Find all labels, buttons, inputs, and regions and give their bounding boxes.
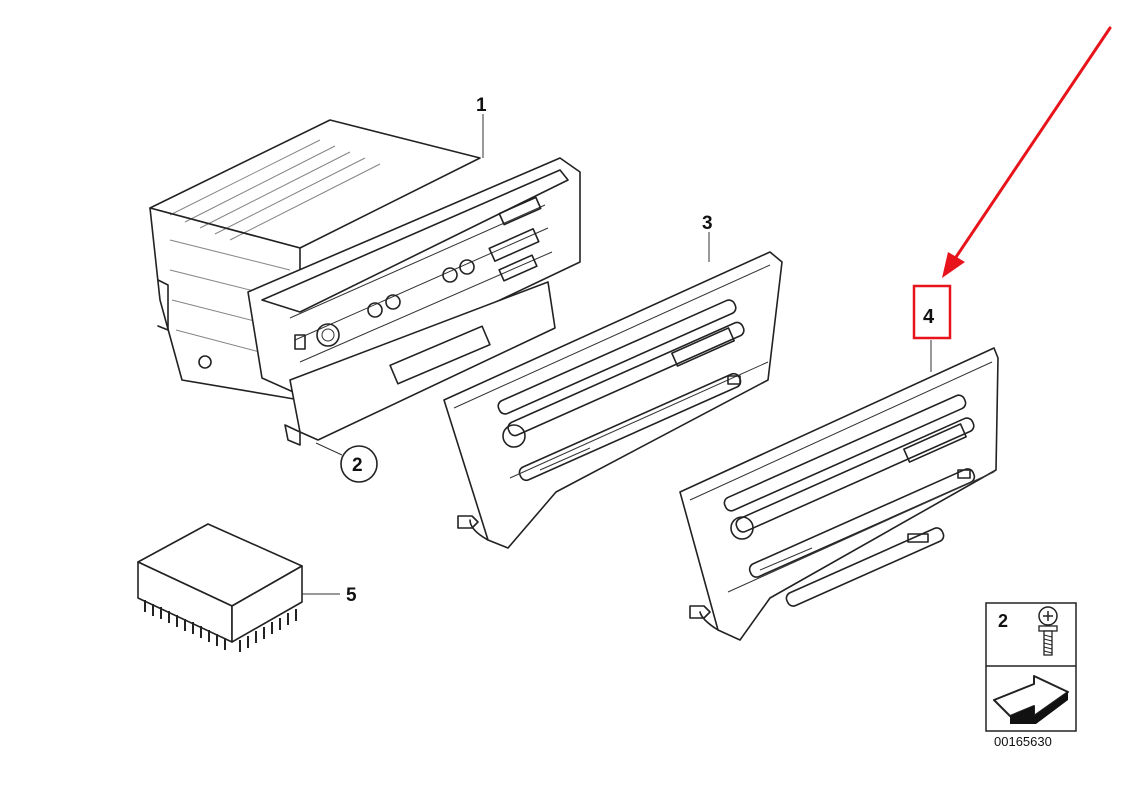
trim-panel-part-3: [443, 232, 783, 549]
callout-5: 5: [346, 585, 357, 606]
corner-arrow-icon: [993, 675, 1069, 724]
screw-icon: [1038, 606, 1058, 656]
red-pointer-arrow-icon: [942, 26, 1112, 278]
head-unit-part: [149, 114, 581, 446]
highlight-box: [912, 284, 952, 340]
catalog-number: 00165630: [994, 734, 1052, 749]
trim-panel-part-4: [679, 340, 999, 641]
module-part-5: [137, 523, 340, 652]
callout-2-circle: [340, 445, 378, 483]
callout-4: 4: [923, 306, 935, 328]
callout-3: 3: [702, 213, 713, 234]
legend-screw-ref: 2: [998, 611, 1008, 631]
callout-2: 2: [352, 455, 363, 476]
callout-1: 1: [476, 95, 487, 116]
